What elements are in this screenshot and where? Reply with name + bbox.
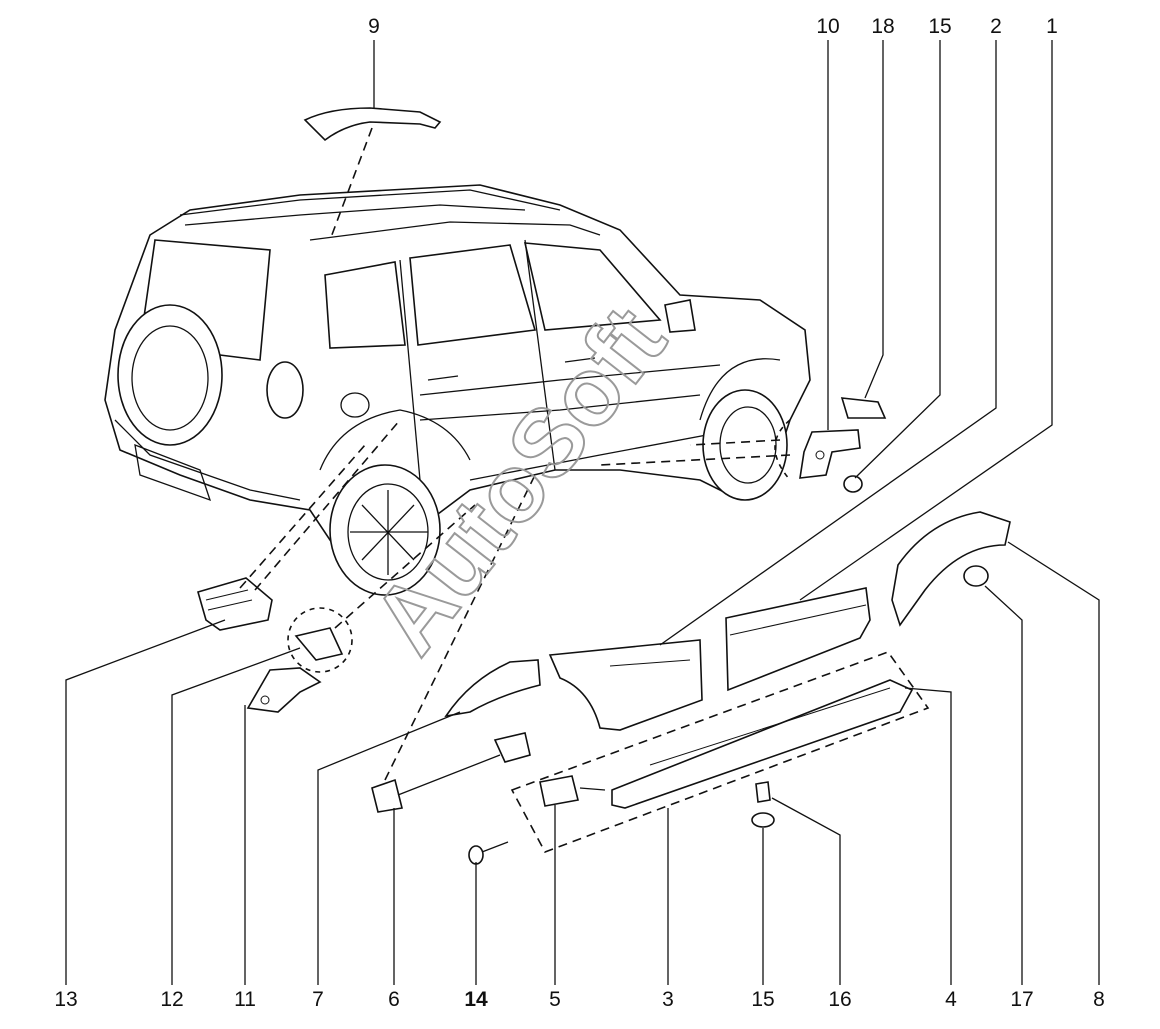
- part-7-arch-molding: [444, 659, 541, 718]
- label-4: 4: [945, 988, 957, 1011]
- label-11: 11: [234, 988, 256, 1011]
- label-5: 5: [549, 988, 561, 1011]
- leader-lines: [65, 40, 1100, 985]
- part-13-mudflap: [197, 577, 273, 631]
- label-16: 16: [828, 988, 851, 1011]
- label-17: 17: [1010, 988, 1033, 1011]
- top-labels: 9 10 18 15 2 1: [368, 15, 1058, 38]
- sill-group-box: [510, 651, 930, 853]
- part-2-door-molding: [548, 639, 703, 731]
- part-18-pad: [840, 397, 887, 419]
- part-11-bracket: [246, 667, 322, 713]
- bottom-labels: 13 12 11 7 6 14 5 3 15 16 4 17 8: [54, 988, 1105, 1011]
- part-15-nut-bottom: [751, 812, 775, 828]
- label-2: 2: [990, 15, 1002, 38]
- label-15-top: 15: [928, 15, 951, 38]
- part-15-nut-top: [843, 475, 863, 493]
- part-5-clip: [539, 775, 579, 807]
- label-8: 8: [1093, 988, 1105, 1011]
- part-9-spoiler: [303, 107, 442, 142]
- label-18: 18: [871, 15, 894, 38]
- assembly-arrows: [239, 127, 791, 791]
- label-15-bottom: 15: [751, 988, 774, 1011]
- part-6-fastener-strip: [371, 732, 531, 813]
- label-13: 13: [54, 988, 77, 1011]
- part-1-door-molding: [725, 587, 871, 692]
- label-1: 1: [1046, 15, 1058, 38]
- part-17-clip: [963, 565, 989, 587]
- label-7: 7: [312, 988, 324, 1011]
- part-10-bracket: [799, 429, 861, 479]
- label-9: 9: [368, 15, 380, 38]
- label-10: 10: [816, 15, 839, 38]
- label-3: 3: [662, 988, 674, 1011]
- part-16-grommet: [755, 781, 771, 803]
- label-12: 12: [160, 988, 183, 1011]
- part-12-pad: [294, 627, 344, 661]
- label-6: 6: [388, 988, 400, 1011]
- part-8-front-arch: [891, 511, 1011, 627]
- label-14: 14: [464, 988, 488, 1011]
- vehicle-drawing: [104, 184, 811, 596]
- part-4-sill-molding: [611, 679, 914, 809]
- part-14-screw: [468, 841, 509, 865]
